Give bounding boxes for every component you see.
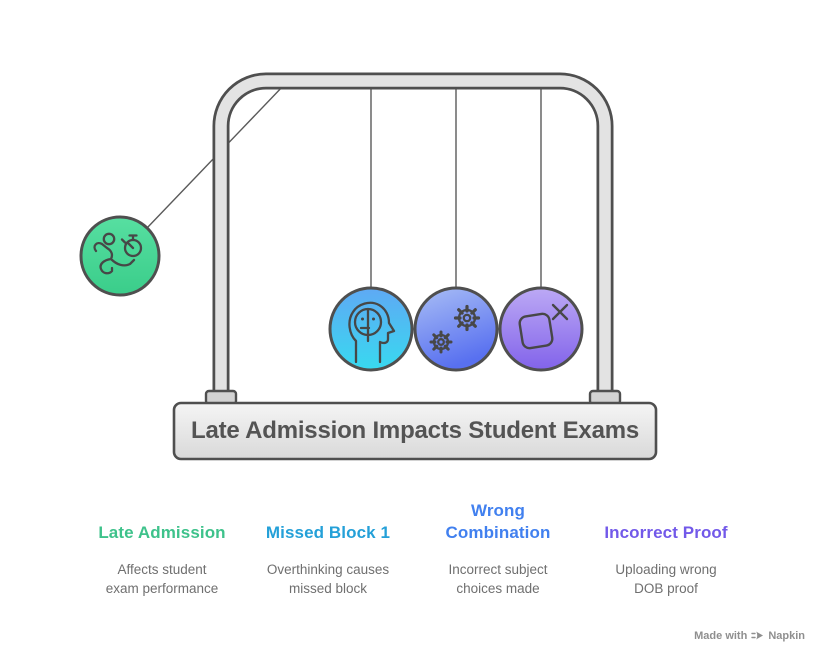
- ball-late-admission: [79, 215, 161, 297]
- pendulum-strings: [146, 83, 542, 292]
- watermark: Made with Napkin: [694, 629, 805, 642]
- watermark-prefix: Made with: [694, 629, 748, 642]
- ball-missed-block: [328, 286, 414, 372]
- newtons-cradle-graphic: [79, 72, 658, 461]
- column-heading: Wrong Combination: [445, 501, 551, 542]
- cradle-frame: [212, 72, 614, 404]
- base-title: Late Admission Impacts Student Exams: [190, 417, 640, 444]
- column-missed-block: Missed Block 1 Overthinking causes misse…: [236, 500, 420, 598]
- napkin-pen-icon: [751, 629, 764, 642]
- column-heading: Missed Block 1: [265, 523, 391, 542]
- column-body: Affects student exam performance: [105, 562, 219, 596]
- column-heading: Incorrect Proof: [604, 523, 728, 542]
- column-body: Overthinking causes missed block: [266, 562, 390, 596]
- column-body: Incorrect subject choices made: [448, 562, 548, 596]
- ball-wrong-combination: [413, 286, 499, 372]
- gears-icon: [429, 304, 481, 354]
- ball-incorrect-proof: [498, 286, 584, 372]
- column-late-admission: Late Admission Affects student exam perf…: [70, 500, 254, 598]
- card-x-icon: [518, 303, 569, 350]
- base-plate: [172, 401, 658, 461]
- runner-stopwatch-icon: [93, 232, 143, 275]
- column-wrong-combination: Wrong Combination Incorrect subject choi…: [406, 500, 590, 598]
- frame-tube: [215, 75, 611, 404]
- column-incorrect-proof: Incorrect Proof Uploading wrong DOB proo…: [574, 500, 758, 598]
- head-brain-icon: [348, 301, 396, 364]
- column-body: Uploading wrong DOB proof: [615, 562, 717, 596]
- column-heading: Late Admission: [98, 523, 226, 542]
- watermark-brand: Napkin: [768, 629, 805, 642]
